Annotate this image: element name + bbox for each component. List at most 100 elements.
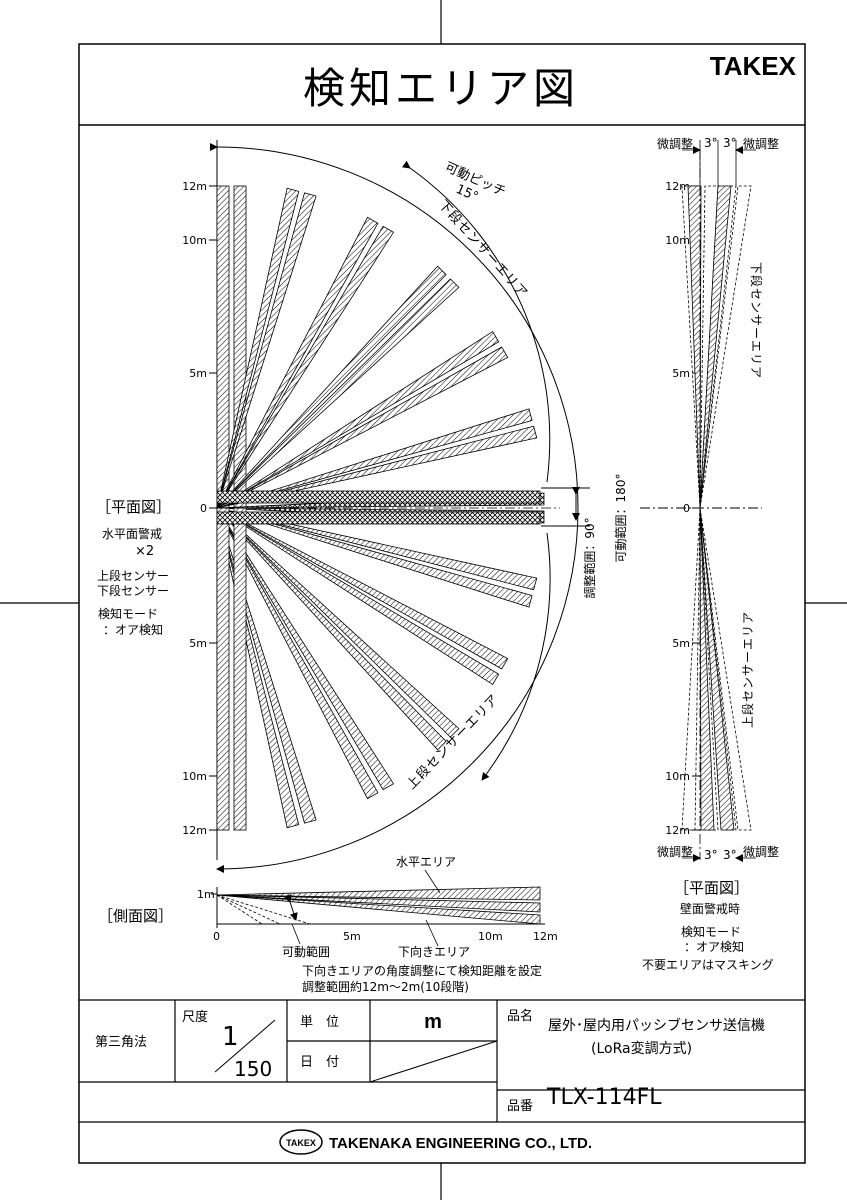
detection-beam xyxy=(216,507,379,800)
side-tick-0: 0 xyxy=(213,930,220,943)
company-name: TAKENAKA ENGINEERING CO., LTD. xyxy=(329,1135,592,1152)
axis-tick-label: 10m xyxy=(182,770,207,783)
lower-area-arc xyxy=(401,160,551,483)
axis-tick-label: 5m xyxy=(189,367,207,380)
side-note-2: 調整範囲約12m～2m(10段階) xyxy=(302,979,469,994)
side-note-1: 下向きエリアの角度調整にて検知距離を設定 xyxy=(302,963,542,978)
detection-beam xyxy=(216,278,460,509)
plan-note-4: 下段センサー xyxy=(97,583,169,598)
side-view: 1m 0 5m 10m 12m 水平エリア 下向きエリア 可動範囲 下向きエリア… xyxy=(98,855,558,994)
axis-tick-label: 10m xyxy=(665,770,690,783)
detection-beam xyxy=(216,507,509,670)
detection-beam xyxy=(216,507,230,831)
scale-numerator: 1 xyxy=(222,1022,239,1052)
detection-fan xyxy=(216,185,560,831)
fine-adjust-bottom-right: 微調整 xyxy=(743,844,779,859)
axis-tick-label: 0 xyxy=(683,502,690,515)
fine-adjust-top-right: 微調整 xyxy=(743,136,779,151)
movable-range-side-label: 可動範囲 xyxy=(282,944,330,959)
axis-tick-label: 5m xyxy=(189,637,207,650)
wall-beam-lower-left xyxy=(699,507,715,831)
plan-note-2: ×2 xyxy=(135,544,154,559)
horizontal-area-label: 水平エリア xyxy=(396,855,456,869)
plan-note-5: 検知モード xyxy=(98,607,158,621)
angle-bottom-left: 3° xyxy=(704,848,718,862)
plan-view-label: ［平面図］ xyxy=(96,498,171,516)
detection-beam xyxy=(216,507,447,751)
scale-label: 尺度 xyxy=(182,1009,208,1025)
product-number: TLX-114FL xyxy=(546,1085,662,1110)
detection-beam xyxy=(216,507,395,791)
detection-beam xyxy=(233,507,247,831)
horizontal-area-beam xyxy=(216,886,541,901)
wall-beam-upper-left xyxy=(687,185,702,509)
down-area-beam xyxy=(216,894,541,925)
side-tick-5m: 5m xyxy=(343,930,361,943)
product-name-line1: 屋外･屋内用パッシブセンサ送信機 xyxy=(548,1017,765,1034)
detection-beam xyxy=(216,265,447,509)
horizontal-area-beam-2 xyxy=(216,894,541,913)
side-tick-12m: 12m xyxy=(533,930,558,943)
wall-beam-lower-right xyxy=(699,507,735,831)
detection-beam xyxy=(216,187,300,509)
wall-upper-area-label: 上段センサーエリア xyxy=(740,611,755,728)
product-number-label: 品番 xyxy=(507,1099,533,1114)
detection-beam xyxy=(216,330,500,509)
drawing-title: 検知エリア図 xyxy=(303,64,579,113)
unit-value: m xyxy=(424,1011,442,1033)
detection-beam xyxy=(216,507,538,591)
company-logo xyxy=(279,1129,323,1155)
upper-area-arc xyxy=(481,532,551,781)
wall-beam-upper-right xyxy=(699,185,732,509)
axis-tick-label: 5m xyxy=(672,637,690,650)
wall-note-3: ：オア検知 xyxy=(684,940,744,954)
horizontal-beam-upper xyxy=(216,490,541,504)
detection-beam xyxy=(216,507,500,686)
product-name-label: 品名 xyxy=(507,1008,533,1024)
unit-label: 単 位 xyxy=(300,1014,339,1030)
wall-note-2: 検知モード xyxy=(681,925,741,939)
axis-tick-label: 10m xyxy=(182,234,207,247)
plan-note-3: 上段センサー xyxy=(97,568,169,583)
detection-beam xyxy=(216,507,460,738)
company-logo-text: TAKEX xyxy=(286,1138,316,1148)
wall-note-1: 壁面警戒時 xyxy=(680,901,740,916)
scale-denominator: 150 xyxy=(234,1057,272,1081)
movable-range-label: 可動範囲：180° xyxy=(613,474,628,563)
axis-tick-label: 12m xyxy=(182,824,207,837)
detection-beam xyxy=(216,346,509,509)
detection-beam xyxy=(216,507,533,608)
plan-note-6: ：オア検知 xyxy=(103,623,163,637)
fine-adjust-top-left: 微調整 xyxy=(657,136,693,151)
wall-lower-area-label: 下段センサーエリア xyxy=(749,262,764,379)
axis-tick-label: 5m xyxy=(672,367,690,380)
axis-tick-label: 12m xyxy=(665,180,690,193)
adjust-range-label: 調整範囲：90° xyxy=(582,517,597,598)
side-tick-10m: 10m xyxy=(478,930,503,943)
side-tick-1m: 1m xyxy=(197,888,215,901)
angle-top-left: 3° xyxy=(704,136,718,150)
detection-beam xyxy=(216,425,538,509)
title-block xyxy=(79,999,805,1123)
upper-area-label: 上段センサーエリア xyxy=(404,692,502,793)
horizontal-beam-lower xyxy=(216,511,541,525)
detection-beam xyxy=(216,192,317,509)
drawing-frame xyxy=(78,43,806,1164)
detection-beam xyxy=(216,216,379,509)
date-label: 日 付 xyxy=(300,1055,339,1070)
fine-adjust-bottom-left: 微調整 xyxy=(657,844,693,859)
detection-beam xyxy=(216,408,533,509)
axis-tick-label: 12m xyxy=(182,180,207,193)
down-area-label: 下向きエリア xyxy=(398,944,470,959)
axis-tick-label: 10m xyxy=(665,234,690,247)
side-view-label: ［側面図］ xyxy=(98,907,173,925)
product-name-line2: (LoRa変調方式) xyxy=(591,1040,692,1057)
axis-tick-label: 12m xyxy=(665,824,690,837)
plan-note-1: 水平面警戒 xyxy=(102,526,162,541)
wall-view-label: ［平面図］ xyxy=(674,879,749,897)
angle-top-right: 3° xyxy=(723,136,737,150)
